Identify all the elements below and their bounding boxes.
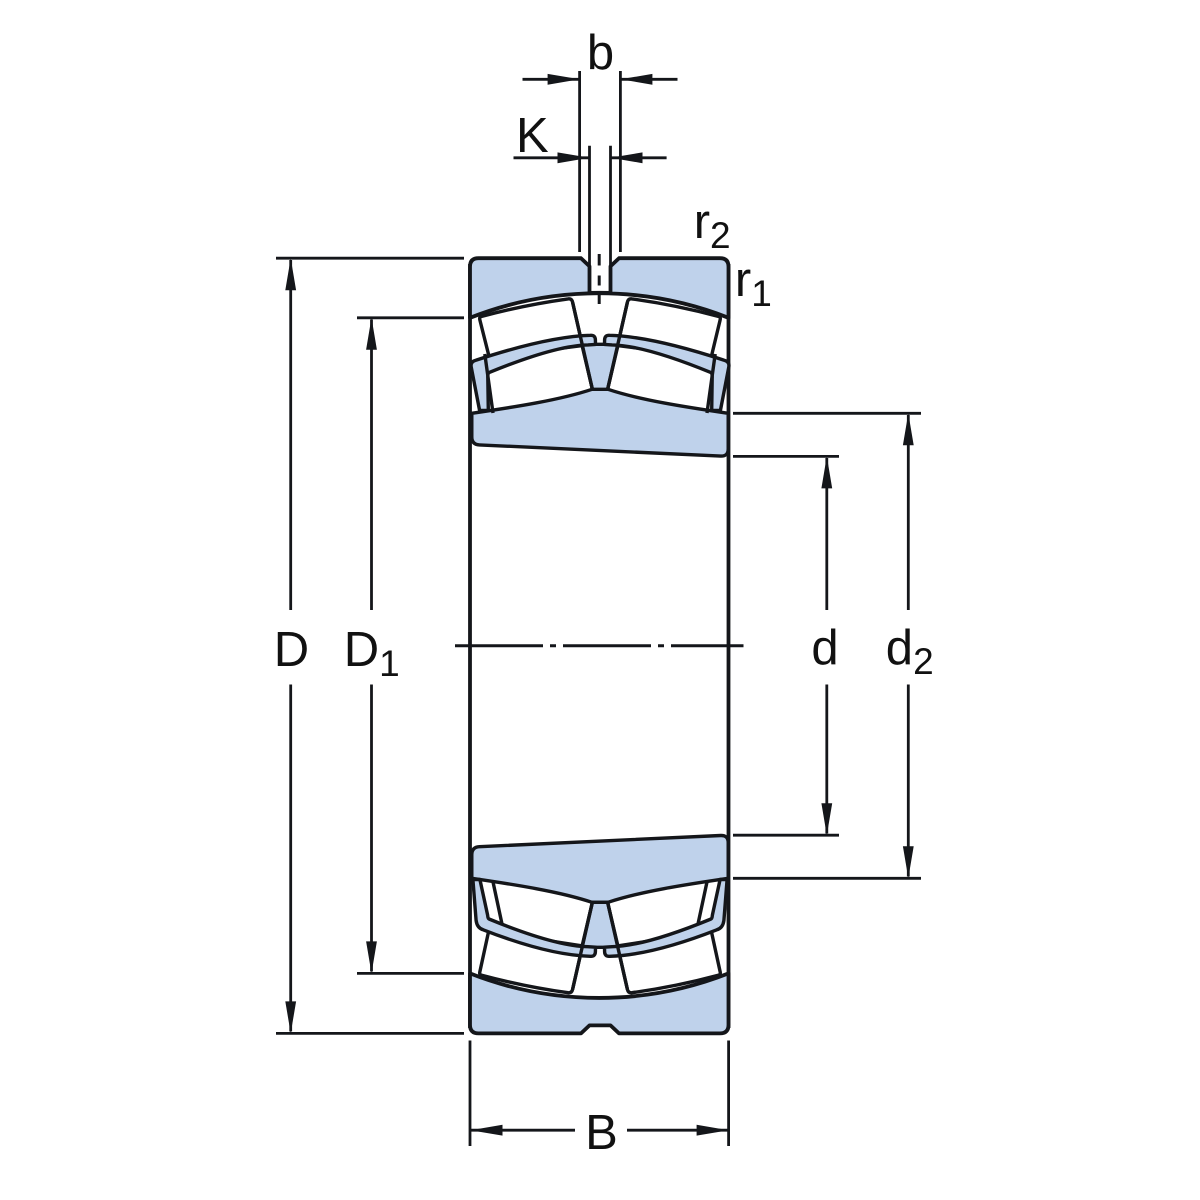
svg-text:b: b (587, 26, 614, 80)
svg-text:r2: r2 (694, 195, 731, 256)
svg-text:d2: d2 (886, 621, 934, 682)
svg-text:B: B (585, 1106, 618, 1160)
svg-text:K: K (516, 109, 549, 163)
svg-text:d: d (811, 621, 838, 675)
svg-text:r1: r1 (735, 253, 772, 314)
svg-text:D1: D1 (344, 623, 400, 684)
svg-text:D: D (274, 623, 309, 677)
